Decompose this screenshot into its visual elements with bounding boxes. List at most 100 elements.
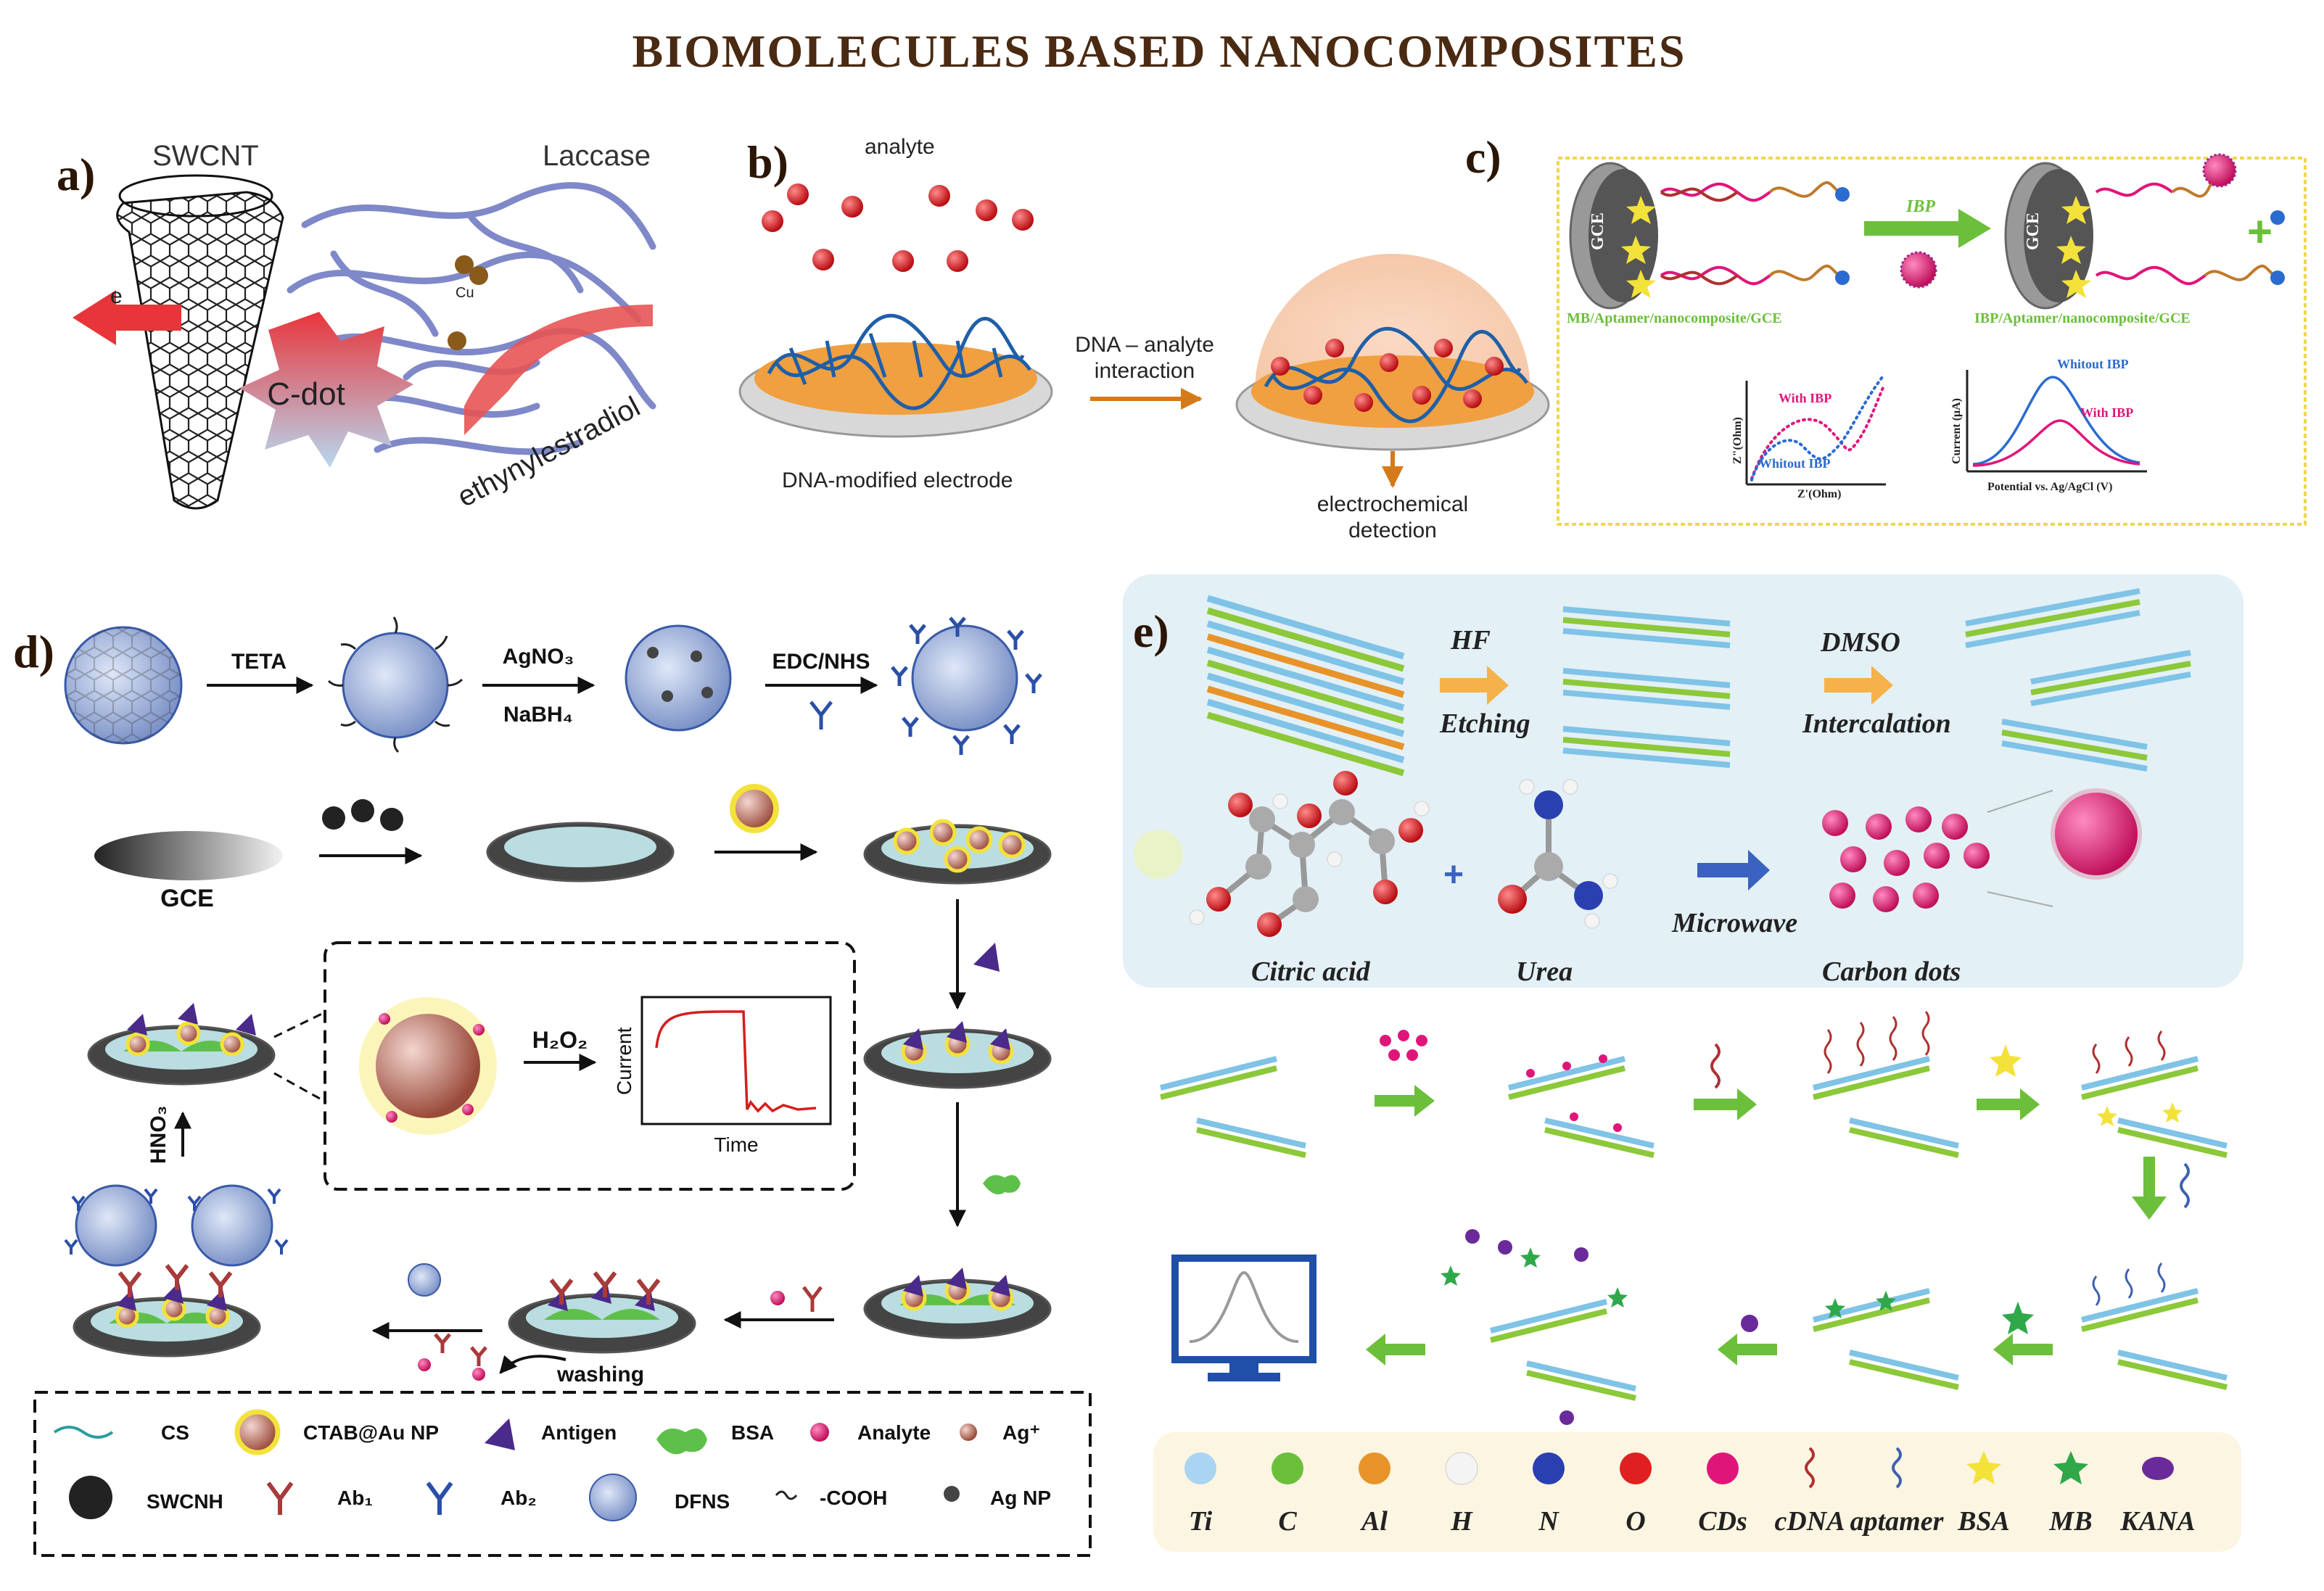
bsa-icon [983, 1175, 1021, 1195]
legend-icon-h [1445, 1452, 1478, 1485]
dfns-ab2-bound [191, 1184, 273, 1267]
amperometry-plot [640, 996, 832, 1125]
legend-icon-kana [2142, 1457, 2174, 1480]
legend-cs: CS [161, 1421, 189, 1444]
right-electrode-caption: IBP/Aptamer/nanocomposite/GCE [1974, 310, 2191, 326]
hf-arrow [1440, 666, 1509, 705]
green-arrow-down [2132, 1157, 2167, 1220]
legend-antigen: Antigen [541, 1421, 617, 1444]
dfns-agnp [625, 624, 732, 732]
mxene-bsa [2081, 1056, 2228, 1158]
dpv-without-label: Whitout IBP [2057, 357, 2129, 371]
edcnhs-label: EDC/NHS [772, 650, 870, 674]
amperometry-trace [655, 1010, 817, 1113]
legend-ab1: Ab₁ [337, 1487, 373, 1509]
panel-c-label: c) [1465, 131, 1501, 183]
panel-e: e) HF Etching DMSO Intercalation Citric … [1123, 574, 2243, 1552]
nabh4-label: NaBH₄ [503, 703, 573, 727]
cdots-label: Carbon dots [1822, 956, 1961, 987]
legend-dfns: DFNS [675, 1490, 730, 1513]
swcnt-tube [116, 191, 284, 510]
laccase-label: Laccase [543, 140, 651, 172]
plus-sign: + [2247, 207, 2273, 256]
cdot-label: C-dot [267, 376, 345, 412]
legend-icon-mb [2053, 1451, 2088, 1484]
plus-sign: + [1443, 856, 1464, 894]
panel-e-label: e) [1133, 606, 1169, 657]
dna-layer-right [1264, 326, 1529, 423]
dpv-xlabel: Potential vs. Ag/AgCl (V) [1987, 481, 2112, 493]
dmso-label: DMSO [1820, 627, 1900, 658]
legend-icon-bsa [1966, 1451, 2001, 1484]
mxene-kana [1490, 1299, 1636, 1401]
left-electrode-caption: MB/Aptamer/nanocomposite/GCE [1567, 310, 1782, 326]
panel-c-frame [1557, 157, 2307, 526]
mxene-multilayer [1562, 606, 1731, 768]
legend-label-kana: KANA [2119, 1506, 2195, 1537]
electrode-label: DNA-modified electrode [782, 468, 1013, 492]
electron-label: e [110, 284, 123, 308]
legend-icon-cds [1707, 1452, 1739, 1484]
ab1-icon [802, 1286, 823, 1312]
dpv-ylabel: Current (μA) [1950, 398, 1963, 464]
agno3-label: AgNO₃ [503, 645, 574, 669]
intercalation-label: Intercalation [1802, 708, 1951, 739]
legend-analyte: Analyte [857, 1421, 931, 1444]
carbon-dot-zoom [2051, 788, 2142, 880]
gce-label: GCE [160, 885, 214, 912]
nyquist-xlabel: Z'(Ohm) [1797, 488, 1841, 500]
panel-d-legend [33, 1391, 1092, 1557]
green-arrow-left [1718, 1334, 1777, 1365]
cds-cluster [1380, 1030, 1427, 1061]
hf-label: HF [1450, 625, 1491, 656]
mxene-cds-1 [1508, 1056, 1655, 1158]
ctab-au-large [359, 997, 497, 1135]
legend-icon-o [1620, 1452, 1652, 1484]
bound-ibp [2202, 153, 2237, 188]
nyquist-without-ibp [1750, 376, 1884, 482]
legend-label-aptamer: aptamer [1850, 1506, 1945, 1537]
etching-label: Etching [1439, 708, 1530, 739]
legend-label-n: N [1538, 1506, 1559, 1537]
green-arrow [1977, 1088, 2040, 1120]
legend-ag-ion: Ag⁺ [1002, 1421, 1040, 1444]
time-axis-label: Time [714, 1133, 758, 1156]
legend-label-c: C [1278, 1506, 1297, 1537]
gce-label-left: GCE [1589, 212, 1607, 250]
panel-e-legend [1153, 1432, 2241, 1552]
panel-a-label: a) [57, 149, 95, 200]
panel-d: d) TETA AgNO₃ NaBH₄ EDC/NHS GCE [13, 616, 1092, 1557]
legend-label-o: O [1625, 1506, 1645, 1537]
legend-icon-n [1533, 1452, 1565, 1484]
nyquist-without-label: Whitout IBP [1759, 456, 1831, 471]
aptamer-icon [2180, 1162, 2190, 1209]
substrate-arrow [464, 305, 653, 435]
mxene-delaminated [1965, 588, 2191, 772]
gce-electrode-left: GCE [1569, 162, 1658, 310]
nyquist-ylabel: Z"(Ohm) [1731, 417, 1744, 464]
washing-items [418, 1333, 487, 1381]
monitor-icon [1171, 1255, 1316, 1381]
mb-label-ball [1835, 187, 1850, 202]
dfns-ab2-small [408, 1263, 441, 1297]
green-arrow-left [1366, 1334, 1425, 1365]
antigen-icon [973, 943, 1000, 972]
panel-c: c) GCE MB/Aptamer/nanocomposite/GCE IBP … [1465, 131, 2307, 526]
copper-atom [448, 331, 466, 350]
legend-label-cds: CDs [1698, 1506, 1747, 1537]
green-arrow [1694, 1088, 1757, 1120]
legend-swcnh: SWCNH [147, 1490, 223, 1513]
legend-icon-aptamer [1892, 1447, 1902, 1489]
legend-label-cdna: cDNA [1774, 1506, 1845, 1537]
mb-label-ball [1835, 270, 1850, 285]
gce-electrode-right: GCE [2004, 162, 2093, 310]
urea-molecule [1498, 779, 1618, 929]
ibp-label: IBP [1905, 197, 1935, 216]
figure-title: BIOMOLECULES BASED NANOCOMPOSITES [632, 25, 1686, 77]
legend-icon-al [1359, 1452, 1390, 1484]
dfns-ab2 [911, 624, 1018, 732]
legend-label-al: Al [1360, 1506, 1388, 1537]
gce-label-right: GCE [2024, 212, 2043, 250]
current-axis-label: Current [613, 1027, 635, 1095]
analyte-icon [770, 1291, 785, 1305]
